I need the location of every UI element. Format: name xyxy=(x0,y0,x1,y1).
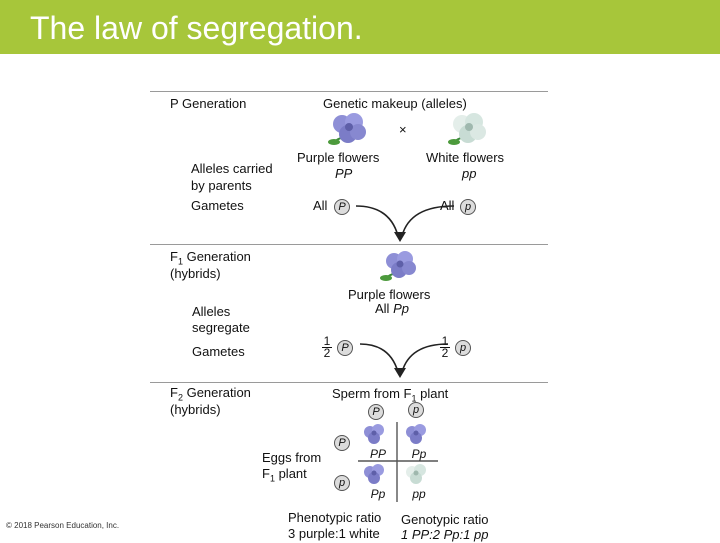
f1-purple-flower-icon xyxy=(380,251,416,281)
divider-f2 xyxy=(150,382,548,383)
eggs-label-1: Eggs from xyxy=(262,450,322,465)
by-parents-label: by parents xyxy=(191,178,252,193)
egg-p-circle: p xyxy=(334,475,350,491)
white-flowers-label: White flowers xyxy=(426,150,505,165)
cross-symbol: × xyxy=(399,122,407,137)
phenotypic-ratio-value: 3 purple:1 white xyxy=(288,526,380,541)
f1-gamete-p-circle: p xyxy=(455,340,471,356)
punnett-square xyxy=(358,422,438,502)
f1-purple-flowers-label: Purple flowers xyxy=(348,287,431,302)
p-generation-label: P Generation xyxy=(170,96,247,111)
merge-arrow-icon xyxy=(355,205,455,242)
f1-gametes-label: Gametes xyxy=(192,344,245,359)
white-genotype: pp xyxy=(462,166,477,181)
p-gametes-label: Gametes xyxy=(191,198,244,213)
f2-generation-label: F2 Generation xyxy=(170,385,251,403)
p-gamete-p-circle: p xyxy=(460,199,476,215)
copyright-notice: © 2018 Pearson Education, Inc. xyxy=(6,521,120,530)
purple-genotype: PP xyxy=(335,166,353,181)
f1-gamete-P-circle: P xyxy=(337,340,353,356)
white-flower-icon xyxy=(448,113,486,145)
f1-generation-label: F1 Generation xyxy=(170,249,251,267)
divider-top xyxy=(150,91,548,92)
f1-hybrids-label: (hybrids) xyxy=(170,266,221,281)
purple-flower-icon xyxy=(328,113,366,145)
f1-merge-arrow-icon xyxy=(359,343,449,378)
genotypic-ratio-label: Genotypic ratio xyxy=(401,512,489,527)
punnett-cell-PP: PP xyxy=(369,447,386,461)
purple-flowers-label: Purple flowers xyxy=(297,150,380,165)
punnett-flower-pp-1 xyxy=(364,424,384,444)
divider-f1 xyxy=(150,244,548,245)
eggs-label-2: F1 plant xyxy=(262,466,307,484)
punnett-cell-Pp-bottom: Pp xyxy=(370,487,386,501)
f2-hybrids-label: (hybrids) xyxy=(170,402,221,417)
alleles-segregate-label-2: segregate xyxy=(192,320,250,335)
phenotypic-ratio-label: Phenotypic ratio xyxy=(288,510,382,525)
alleles-segregate-label-1: Alleles xyxy=(192,304,231,319)
p-gamete-P-circle: P xyxy=(334,199,350,215)
f1-all-genotype: All Pp xyxy=(375,301,409,316)
genetic-makeup-label: Genetic makeup (alleles) xyxy=(323,96,467,111)
sperm-p-circle: p xyxy=(408,402,424,418)
page-title: The law of segregation. xyxy=(30,10,363,46)
sperm-label: Sperm from F1 plant xyxy=(332,386,449,404)
genotypic-ratio-value: 1 PP:2 Pp:1 pp xyxy=(401,527,489,542)
title-bar xyxy=(0,0,720,54)
alleles-carried-label: Alleles carried xyxy=(191,161,273,176)
punnett-cell-pp: pp xyxy=(412,487,426,501)
p-all-left: All xyxy=(313,198,328,213)
egg-P-circle: P xyxy=(334,435,350,451)
sperm-P-circle: P xyxy=(368,404,384,420)
punnett-cell-Pp-top: Pp xyxy=(411,447,427,461)
